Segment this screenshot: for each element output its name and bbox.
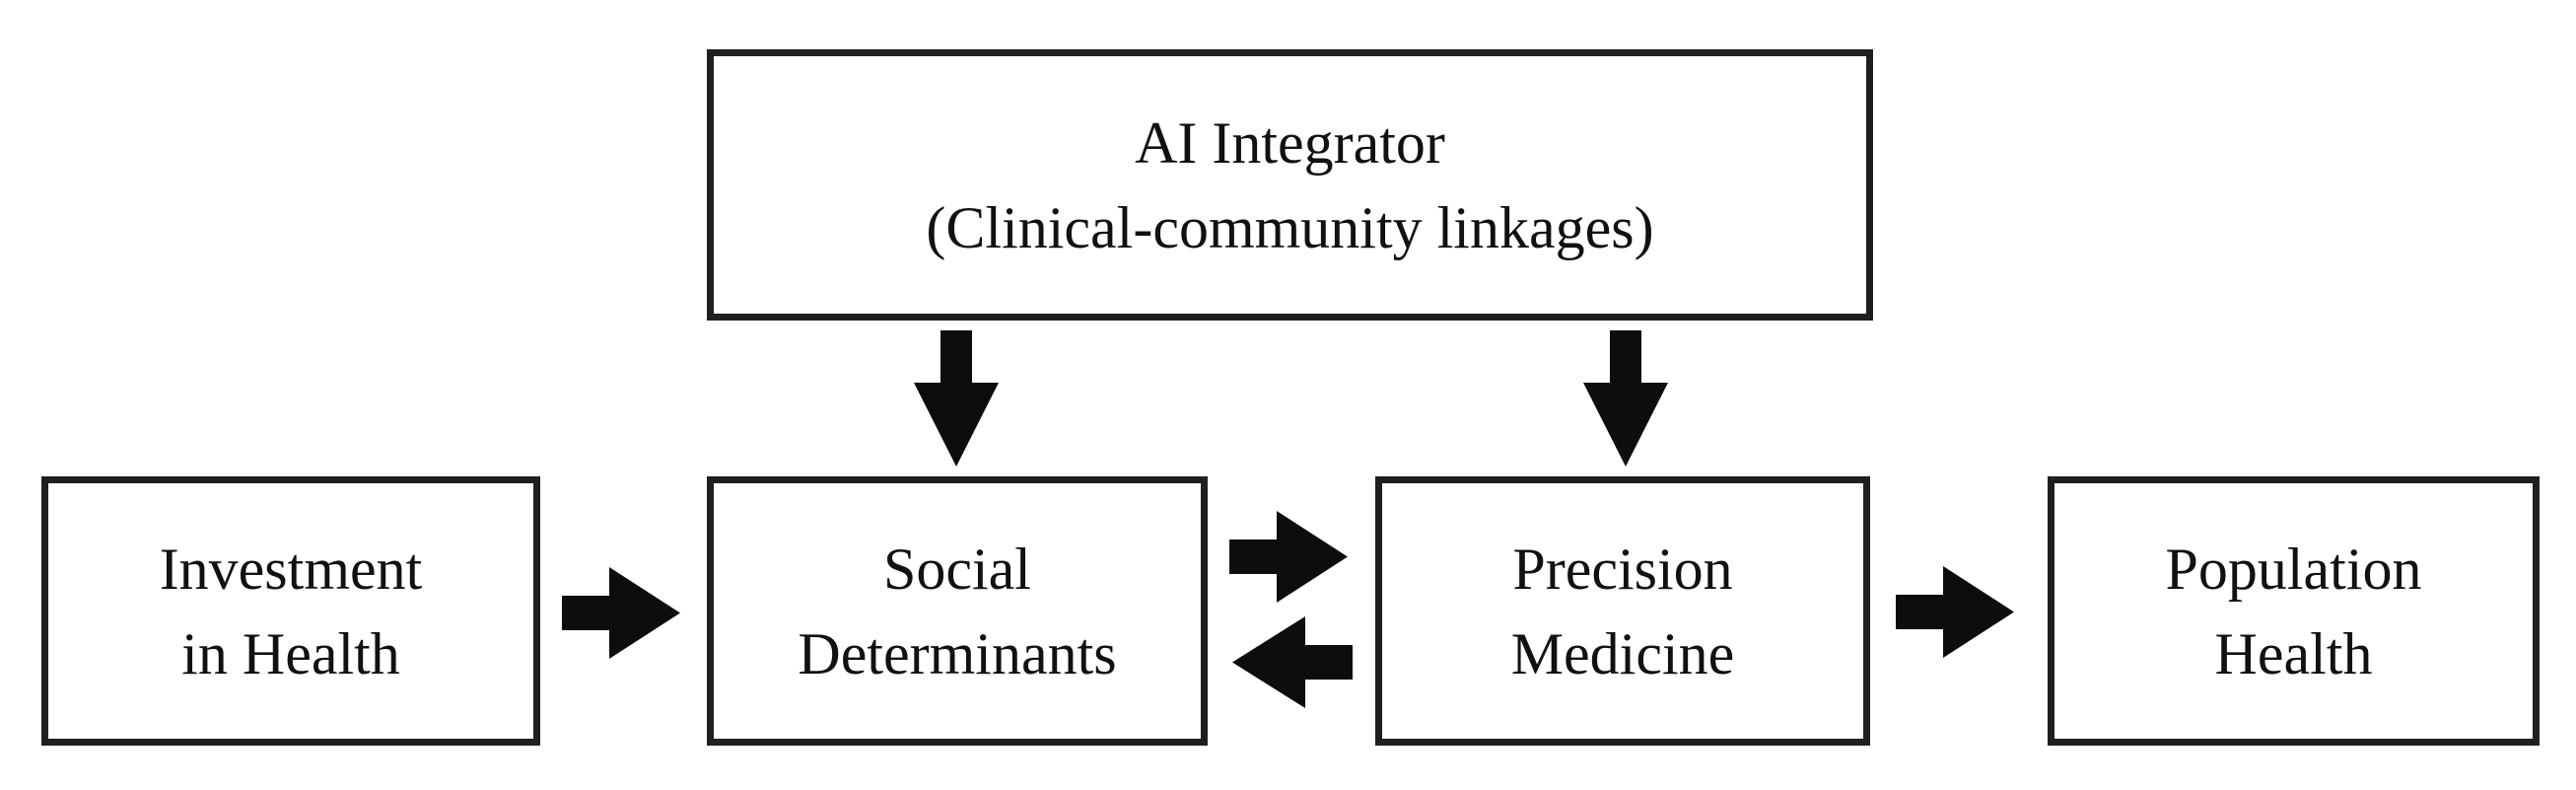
arrow-right-precision-to-population-icon [1896,566,2014,658]
node-ai-integrator-line2: (Clinical-community linkages) [926,194,1654,260]
node-investment-in-health: Investment in Health [41,476,540,746]
node-investment-line1: Investment [159,536,423,602]
arrow-right-investment-to-social-icon [562,567,680,659]
node-population-line1: Population [2165,536,2422,602]
node-social-determinants: Social Determinants [707,476,1208,746]
node-investment-line2: in Health [181,620,400,686]
node-ai-integrator-line1: AI Integrator [1135,109,1445,176]
arrow-down-ai-to-social-icon [914,330,999,467]
arrow-down-ai-to-precision-icon [1583,330,1668,467]
node-social-line1: Social [883,536,1031,602]
node-precision-line2: Medicine [1510,620,1735,686]
node-precision-line1: Precision [1512,536,1733,602]
node-population-health: Population Health [2048,476,2540,746]
node-social-line2: Determinants [798,620,1117,686]
arrow-left-precision-to-social-icon [1232,616,1353,708]
arrow-right-social-to-precision-icon [1229,511,1348,603]
node-precision-medicine: Precision Medicine [1375,476,1870,746]
node-population-line2: Health [2214,620,2373,686]
node-ai-integrator: AI Integrator (Clinical-community linkag… [707,49,1873,321]
